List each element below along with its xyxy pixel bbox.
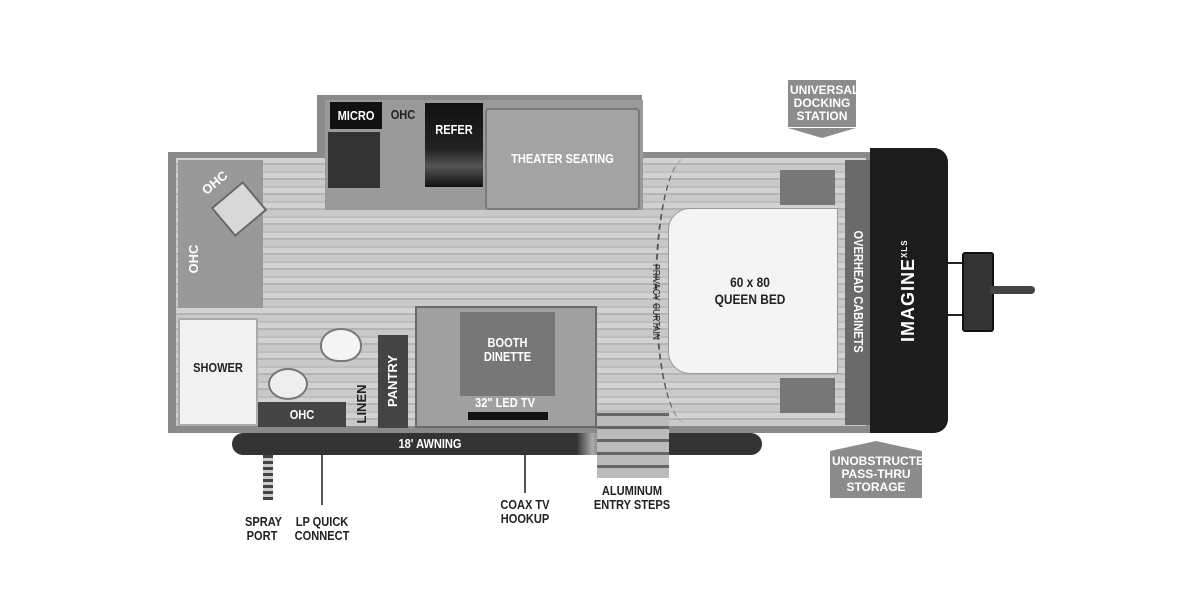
- ohc-kitchen-label: OHC: [390, 107, 416, 122]
- theater-seating: [485, 108, 640, 210]
- pantry-label: PANTRY: [385, 355, 400, 407]
- stove: [328, 132, 380, 188]
- propane-tanks: [962, 252, 994, 332]
- overhead-cabinets-label: OVERHEAD CABINETS: [851, 230, 866, 353]
- led-tv: [468, 412, 548, 420]
- awning: [232, 433, 762, 455]
- bed-size-label: 60 x 80: [730, 274, 770, 290]
- lp-line: [321, 455, 323, 505]
- entry-steps-text: ALUMINUM ENTRY STEPS: [593, 483, 671, 512]
- pass-thru-storage-callout: UNOBSTRUCTED PASS-THRU STORAGE: [830, 451, 933, 498]
- ohc-bath-label: OHC: [289, 407, 315, 422]
- shower-label: SHOWER: [193, 360, 243, 375]
- ohc-rear-label: OHC: [186, 244, 201, 274]
- queen-bed: [668, 208, 838, 374]
- coax-tv-hookup-label: COAX TV HOOKUP: [491, 498, 559, 526]
- bath-sink: [268, 368, 308, 400]
- booth-dinette-text: BOOTH DINETTE: [483, 335, 532, 364]
- toilet: [320, 328, 362, 362]
- privacy-curtain: [655, 158, 717, 423]
- micro-box: [330, 102, 382, 129]
- rear-counter: [178, 160, 263, 308]
- nightstand-bottom: [780, 378, 835, 413]
- lp-quick-connect-label: LP QUICK CONNECT: [288, 515, 356, 543]
- entry-steps-label: ALUMINUM ENTRY STEPS: [590, 484, 675, 512]
- shower: [178, 318, 258, 426]
- docking-station-text: UNIVERSAL DOCKING STATION: [790, 83, 860, 123]
- refer-box: [425, 103, 483, 187]
- booth-dinette-label: BOOTH DINETTE: [467, 336, 548, 364]
- overhead-cabinets: [845, 160, 870, 425]
- pantry: [378, 335, 408, 428]
- pass-thru-storage-text: UNOBSTRUCTED PASS-THRU STORAGE: [832, 454, 933, 494]
- coax-tv-hookup-text: COAX TV HOOKUP: [500, 497, 550, 526]
- ohc-bath: [258, 402, 346, 427]
- theater-seating-label: THEATER SEATING: [511, 151, 614, 166]
- coax-line: [524, 455, 526, 493]
- hitch-frame: [948, 262, 968, 316]
- linen-label: LINEN: [354, 384, 369, 424]
- entry-steps: [597, 410, 669, 478]
- front-cap: [870, 148, 948, 433]
- led-tv-label: 32" LED TV: [475, 395, 535, 410]
- dinette-table: [460, 312, 555, 396]
- docking-arrow: [788, 128, 856, 138]
- brand-logo: IMAGINEXLS: [898, 239, 918, 342]
- spray-port-hose: [263, 455, 273, 500]
- hitch-tongue: [990, 286, 1035, 294]
- queen-bed-label: QUEEN BED: [714, 291, 786, 307]
- spray-port-text: SPRAY PORT: [245, 514, 283, 543]
- refer-label: REFER: [435, 122, 473, 137]
- storage-arrow: [830, 441, 922, 451]
- awning-label: 18' AWNING: [398, 436, 462, 451]
- nightstand-top: [780, 170, 835, 205]
- lp-quick-connect-text: LP QUICK CONNECT: [294, 514, 350, 543]
- docking-station-callout: UNIVERSAL DOCKING STATION: [788, 80, 860, 127]
- micro-label: MICRO: [337, 108, 375, 123]
- spray-port-label: SPRAY PORT: [237, 515, 288, 543]
- privacy-curtain-label: PRIVACY CURTAIN: [650, 264, 661, 340]
